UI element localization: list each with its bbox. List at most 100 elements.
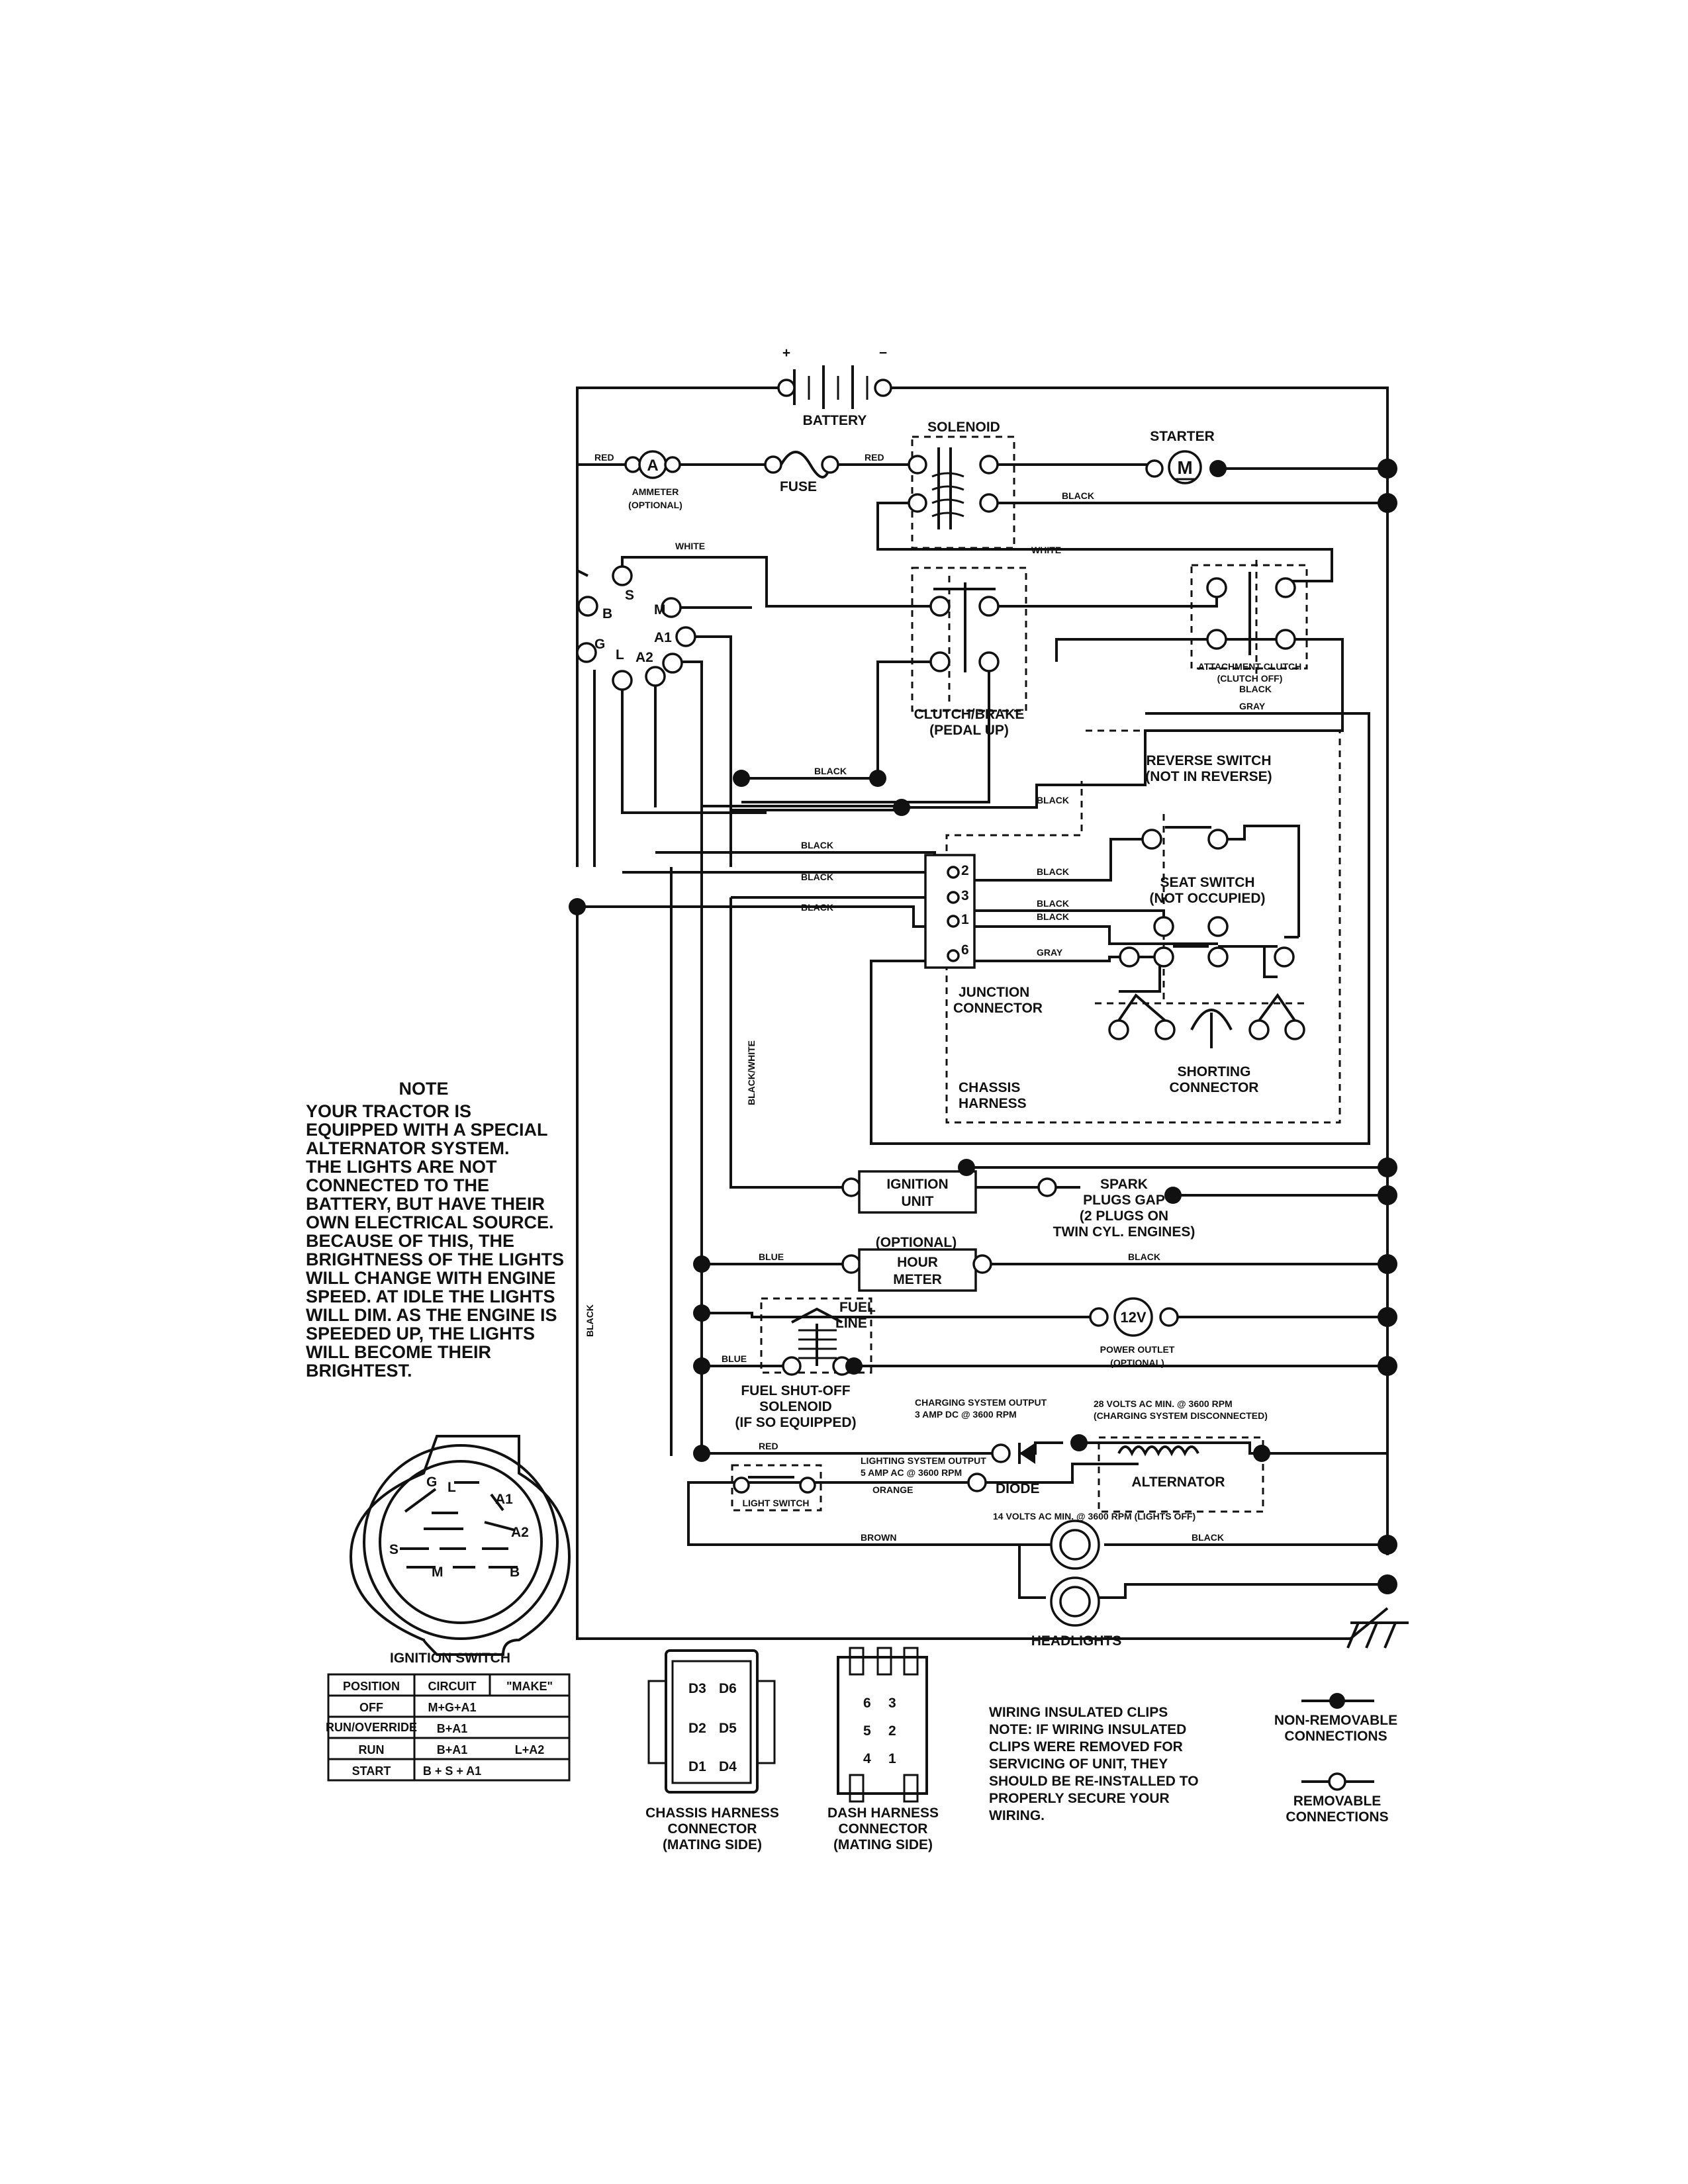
table-row-1-circuit: M+G+A1 (428, 1701, 476, 1714)
lighting-system: LIGHT SWITCH LIGHTING SYSTEM OUTPUT 5 AM… (733, 1455, 1196, 1649)
note-title: NOTE (399, 1079, 448, 1099)
note-line-13: SPEEDED UP, THE LIGHTS (306, 1324, 535, 1343)
ammeter: A AMMETER (OPTIONAL) (624, 450, 682, 510)
solenoid: SOLENOID (908, 420, 1000, 529)
wire-label-white-right: WHITE (1031, 545, 1061, 555)
clips-note-line-5: SHOULD BE RE-INSTALLED TO (989, 1774, 1199, 1789)
clips-note-line-7: WIRING. (989, 1808, 1045, 1823)
fuel-shutoff-label-2: SOLENOID (759, 1399, 832, 1414)
spark-plugs-label-3: (2 PLUGS ON (1080, 1208, 1168, 1224)
fuel-line-label-1: FUEL (839, 1300, 876, 1315)
wire-label-white-top: WHITE (675, 541, 705, 551)
note-line-12: WILL DIM. AS THE ENGINE IS (306, 1305, 557, 1325)
dashed-enclosures (731, 435, 1341, 1513)
shorting-connector: SHORTING CONNECTOR (1108, 993, 1305, 1095)
dash-connector-label-2: CONNECTOR (839, 1821, 928, 1837)
table-row-3-position: RUN (359, 1743, 385, 1756)
clips-note-line-3: CLIPS WERE REMOVED FOR (989, 1739, 1183, 1754)
reverse-switch: REVERSE SWITCH (NOT IN REVERSE) (1141, 753, 1272, 850)
wire-label-blue-hour: BLUE (759, 1251, 784, 1262)
charging-disconnected-label-1: 28 VOLTS AC MIN. @ 3600 RPM (1094, 1398, 1233, 1409)
battery-plus-label: + (782, 345, 790, 361)
charging-disconnected-label-2: (CHARGING SYSTEM DISCONNECTED) (1094, 1410, 1268, 1421)
legend-non-removable-label-1: NON-REMOVABLE (1274, 1713, 1397, 1728)
table-row-4-position: START (352, 1764, 391, 1778)
note-line-7: OWN ELECTRICAL SOURCE. (306, 1212, 554, 1232)
junction-connector: 2 3 1 6 JUNCTION CONNECTOR CHASSIS HARNE… (924, 854, 1043, 1111)
spark-plugs-label-1: SPARK (1100, 1177, 1148, 1192)
dash-pin-6: 6 (863, 1696, 871, 1711)
chassis-connector-label-2: CONNECTOR (668, 1821, 757, 1837)
table-row-2-position: RUN/OVERRIDE (326, 1721, 417, 1734)
attachment-clutch-switch: ATTACHMENT CLUTCH (CLUTCH OFF) (1198, 572, 1302, 684)
wire-label-brown: BROWN (861, 1532, 896, 1543)
chassis-harness-label-2: HARNESS (959, 1096, 1027, 1111)
battery-minus-label: − (879, 345, 887, 361)
shorting-connector-label-2: CONNECTOR (1170, 1080, 1259, 1095)
dash-harness-connector: 6 3 5 2 4 1 DASH HARNESS CONNECTOR (MATI… (827, 1647, 939, 1852)
hour-meter-label-1: HOUR (897, 1255, 938, 1270)
seat-switch-label-2: (NOT OCCUPIED) (1150, 891, 1266, 906)
note-line-3: ALTERNATOR SYSTEM. (306, 1138, 510, 1158)
fuel-line-label-2: LINE (835, 1316, 867, 1331)
wire-label-black-solenoid: BLACK (1062, 490, 1094, 501)
charging-output-label-2: 3 AMP DC @ 3600 RPM (915, 1409, 1017, 1420)
dash-connector-label-1: DASH HARNESS (827, 1805, 939, 1821)
power-outlet-label-2: (OPTIONAL) (1110, 1357, 1164, 1368)
table-row-2-circuit: B+A1 (437, 1722, 468, 1735)
lights-off-label: 14 VOLTS AC MIN. @ 3600 RPM (LIGHTS OFF) (993, 1511, 1196, 1522)
note-line-8: BECAUSE OF THIS, THE (306, 1231, 514, 1251)
seat-switch: SEAT SWITCH (NOT OCCUPIED) (1119, 875, 1295, 968)
battery: + − BATTERY (777, 345, 892, 428)
diode-label: DIODE (996, 1481, 1040, 1496)
ammeter-symbol: A (647, 457, 658, 475)
wire-label-red-charge: RED (759, 1441, 778, 1451)
hour-meter-label-2: METER (893, 1272, 942, 1287)
ignition-switch-terminals: B S M A1 A2 L G (576, 565, 696, 691)
wire-labels: RED RED BLACK WHITE WHITE BLACK GRAY BLA… (585, 452, 1272, 1543)
chassis-pin-d1: D1 (688, 1759, 706, 1774)
headlights-label: HEADLIGHTS (1031, 1633, 1122, 1649)
note-line-6: BATTERY, BUT HAVE THEIR (306, 1194, 545, 1214)
clutch-brake-switch: CLUTCH/BRAKE (PEDAL UP) (914, 582, 1024, 738)
legend-removable-label-1: REMOVABLE (1293, 1794, 1382, 1809)
hour-meter-optional-label: (OPTIONAL) (876, 1235, 957, 1250)
lighting-output-label-1: LIGHTING SYSTEM OUTPUT (861, 1455, 986, 1466)
fuel-shutoff-label-3: (IF SO EQUIPPED) (735, 1415, 856, 1430)
power-outlet: 12V POWER OUTLET (OPTIONAL) (1089, 1297, 1179, 1368)
junction-pin-6: 6 (961, 942, 969, 958)
shorting-connector-label-1: SHORTING (1178, 1064, 1251, 1079)
spark-plugs-label-4: TWIN CYL. ENGINES) (1053, 1224, 1196, 1240)
wire-label-orange: ORANGE (872, 1484, 913, 1495)
table-header-make: "MAKE" (506, 1680, 553, 1693)
ignition-unit-label-1: IGNITION (886, 1177, 948, 1192)
face-label-l: L (447, 1480, 456, 1495)
ignition-table: POSITION CIRCUIT "MAKE" OFF M+G+A1 RUN/O… (326, 1673, 571, 1782)
note-line-15: BRIGHTEST. (306, 1361, 412, 1381)
reverse-switch-label-1: REVERSE SWITCH (1146, 753, 1271, 768)
chassis-harness-connector: D3 D6 D2 D5 D1 D4 CHASSIS HARNESS CONNEC… (645, 1649, 779, 1852)
face-label-a2: A2 (511, 1525, 529, 1540)
wire-label-black-a: BLACK (801, 840, 833, 850)
starter-symbol: M (1177, 457, 1192, 478)
legend-removable-label-2: CONNECTIONS (1286, 1809, 1388, 1825)
charging-system: CHARGING SYSTEM OUTPUT 3 AMP DC @ 3600 R… (915, 1397, 1268, 1496)
chassis-pin-d6: D6 (719, 1681, 737, 1696)
reverse-switch-label-2: (NOT IN REVERSE) (1145, 769, 1272, 784)
face-label-a1: A1 (495, 1492, 513, 1507)
legend-removable-circle (1328, 1772, 1346, 1791)
lighting-output-label-2: 5 AMP AC @ 3600 RPM (861, 1467, 962, 1478)
wire-label-red-right: RED (865, 452, 884, 463)
note-line-4: THE LIGHTS ARE NOT (306, 1157, 497, 1177)
note-line-11: SPEED. AT IDLE THE LIGHTS (306, 1287, 555, 1306)
wire-label-black-pin2: BLACK (1037, 866, 1069, 877)
table-header-position: POSITION (343, 1680, 400, 1693)
seat-switch-label-1: SEAT SWITCH (1160, 875, 1254, 890)
note-line-10: WILL CHANGE WITH ENGINE (306, 1268, 556, 1288)
table-row-4-circuit: B + S + A1 (423, 1764, 481, 1778)
chassis-pin-d5: D5 (719, 1721, 737, 1736)
chassis-connector-label-3: (MATING SIDE) (663, 1837, 762, 1852)
attachment-clutch-label-1: ATTACHMENT CLUTCH (1198, 661, 1302, 672)
chassis-harness-label-1: CHASSIS (959, 1080, 1020, 1095)
light-switch-label: LIGHT SWITCH (742, 1498, 809, 1508)
